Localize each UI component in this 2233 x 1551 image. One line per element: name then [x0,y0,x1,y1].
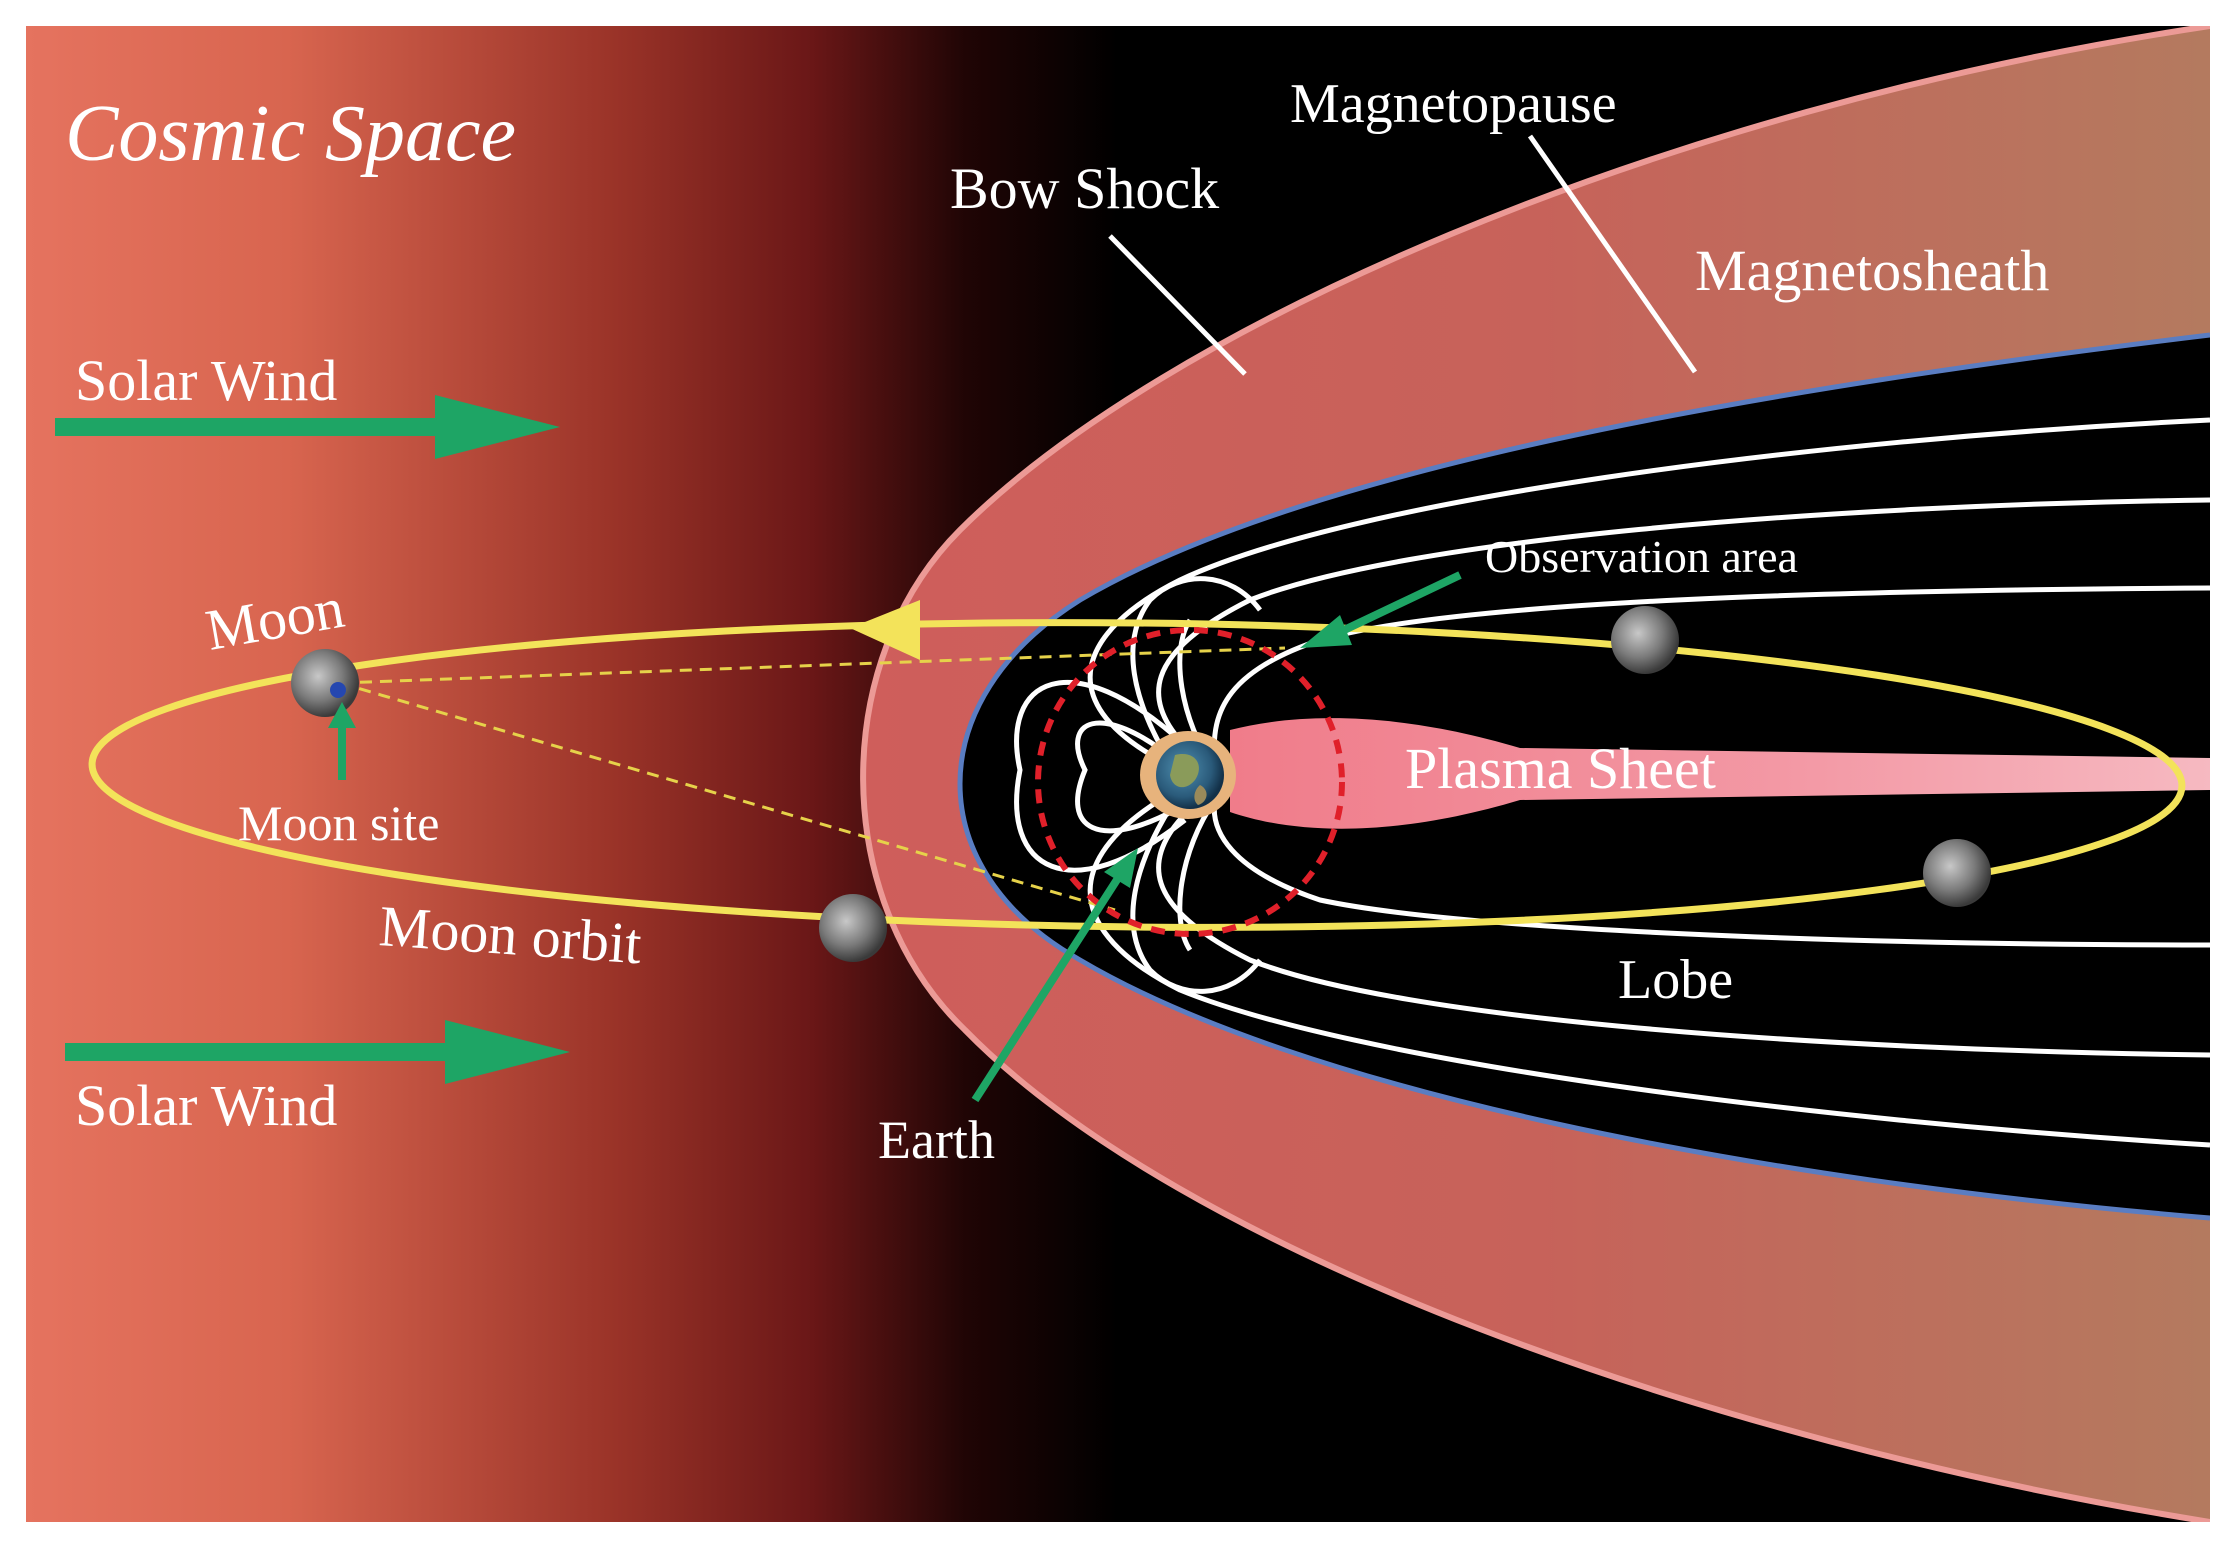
sight-line-top [339,646,1286,685]
plasma-sheet [1230,718,2210,829]
magnetopause-label: Magnetopause [1290,73,1617,135]
observation-area-label: Observation area [1485,531,1798,582]
plasma-sheet-label: Plasma Sheet [1405,736,1716,801]
moon-site-arrow [328,702,356,780]
moon-position-icon [1923,839,1991,907]
lobe-label: Lobe [1618,949,1733,1011]
bow-shock-leader-line [1108,234,1247,376]
magnetopause-line [957,332,2210,1221]
observation-area-ring [1035,627,1345,937]
solar-wind-arrow-bottom [65,1020,570,1084]
solar-wind-label-bottom: Solar Wind [75,1073,337,1138]
solar-wind-arrow-top [55,395,560,459]
bow-shock-label: Bow Shock [950,156,1219,221]
magnetic-field-lines [1014,417,2210,1148]
magnetosheath-label: Magnetosheath [1695,238,2049,303]
earth-arrow [971,848,1138,1103]
earth-icon [1140,731,1236,819]
moon-position-icon [1611,606,1679,674]
solar-wind-label-top: Solar Wind [75,348,337,413]
moon-icon [291,649,359,717]
orbit-direction-arrow [850,600,920,660]
observation-area-arrow [1300,571,1462,648]
moon-position-icon [819,894,887,962]
bow-shock-edge [860,26,2210,1522]
moon-site-label: Moon site [238,795,439,851]
sight-line-bottom [339,681,1116,912]
magnetopause-leader-line [1527,134,1698,374]
page-title: Cosmic Space [65,90,516,178]
earth-label: Earth [878,1110,995,1170]
